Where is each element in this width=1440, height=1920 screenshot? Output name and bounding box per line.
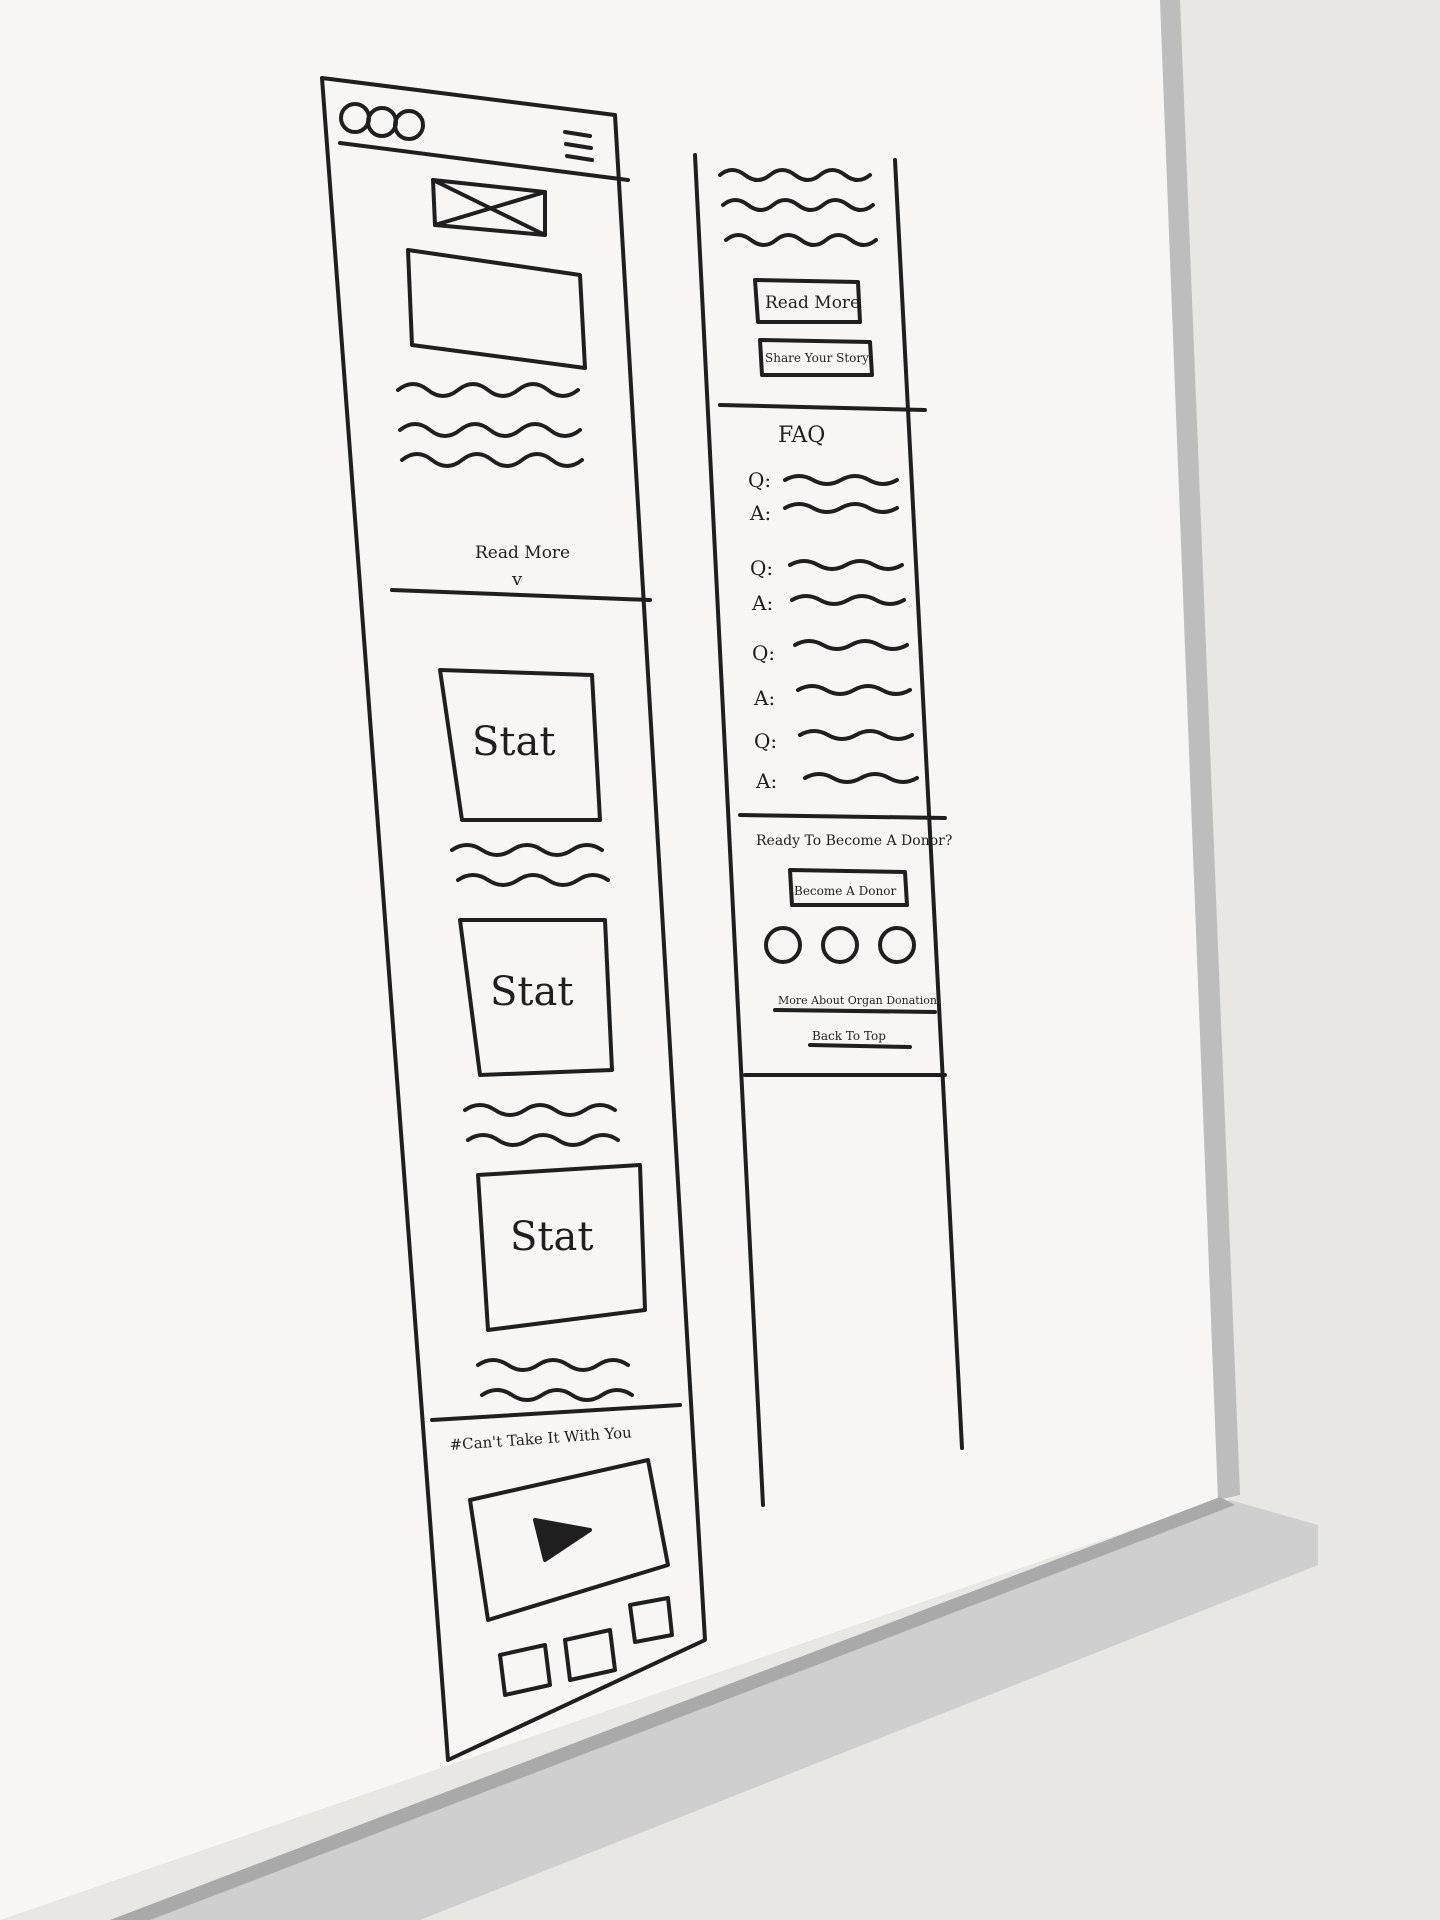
stat-label-3: Stat — [510, 1214, 593, 1260]
read-more-link: Read More — [475, 543, 570, 563]
stat-box-3 — [478, 1165, 645, 1330]
back-to-top-link: Back To Top — [812, 1029, 886, 1043]
faq-answer-lines — [785, 476, 917, 782]
whiteboard-frame-right — [1160, 0, 1240, 1500]
video-thumbnail — [630, 1598, 672, 1642]
video-box — [470, 1460, 668, 1620]
faq-question-2: Q: — [750, 556, 773, 580]
text-squiggle — [723, 200, 873, 210]
left-section-divider — [392, 590, 650, 600]
faq-question-4: Q: — [754, 729, 777, 753]
hamburger-menu-icon — [565, 132, 592, 160]
become-donor-button-outline — [790, 870, 907, 905]
share-story-button-outline — [760, 340, 872, 375]
text-squiggle — [465, 1105, 615, 1115]
read-more-arrow: v — [511, 569, 523, 590]
video-thumbnail — [500, 1645, 550, 1695]
faq-question-3: Q: — [752, 641, 775, 665]
stat-label-2: Stat — [490, 969, 573, 1015]
right-section-divider — [740, 815, 945, 818]
stat-label-1: Stat — [472, 719, 555, 765]
read-more-button: Read More — [765, 293, 860, 313]
text-squiggle — [726, 235, 876, 245]
right-wireframe-left-edge — [695, 155, 763, 1505]
become-donor-button: Become A Donor — [794, 884, 896, 898]
social-circle-icon — [880, 928, 914, 962]
faq-answer-2: A: — [751, 591, 773, 615]
video-thumbnail — [565, 1630, 615, 1680]
left-wireframe-outline — [322, 78, 705, 1760]
right-section-divider — [720, 405, 925, 410]
hero-box — [408, 250, 585, 368]
text-squiggle — [720, 170, 870, 180]
text-squiggle — [482, 1390, 632, 1400]
text-squiggle — [458, 875, 608, 885]
video-section-divider — [432, 1405, 680, 1420]
right-wireframe-right-edge — [895, 160, 962, 1448]
social-circle-icon — [823, 928, 857, 962]
text-squiggle — [400, 424, 580, 436]
text-squiggle — [478, 1360, 628, 1370]
cta-heading: Ready To Become A Donor? — [756, 833, 952, 849]
left-header-divider — [340, 143, 628, 180]
text-squiggle — [402, 454, 582, 466]
stat-box-1 — [440, 670, 600, 820]
text-squiggle — [398, 384, 578, 396]
social-circle-icon — [766, 928, 800, 962]
faq-question-1: Q: — [748, 468, 771, 492]
faq-answer-3: A: — [753, 686, 775, 710]
more-about-link: More About Organ Donation — [778, 994, 937, 1007]
back-to-top-underline — [810, 1045, 910, 1047]
stat-box-2 — [460, 920, 612, 1075]
play-icon — [535, 1520, 590, 1560]
text-squiggle — [468, 1135, 618, 1145]
circle-icon — [395, 111, 423, 139]
image-placeholder-icon — [433, 180, 545, 235]
text-squiggle — [452, 845, 602, 855]
faq-answer-4: A: — [755, 769, 777, 793]
more-about-underline — [775, 1010, 935, 1012]
faq-title: FAQ — [778, 423, 825, 448]
whiteboard-tray-lip — [110, 1497, 1235, 1920]
read-more-button-outline — [755, 280, 860, 322]
faq-answer-1: A: — [749, 501, 771, 525]
share-story-button: Share Your Story — [765, 351, 869, 365]
